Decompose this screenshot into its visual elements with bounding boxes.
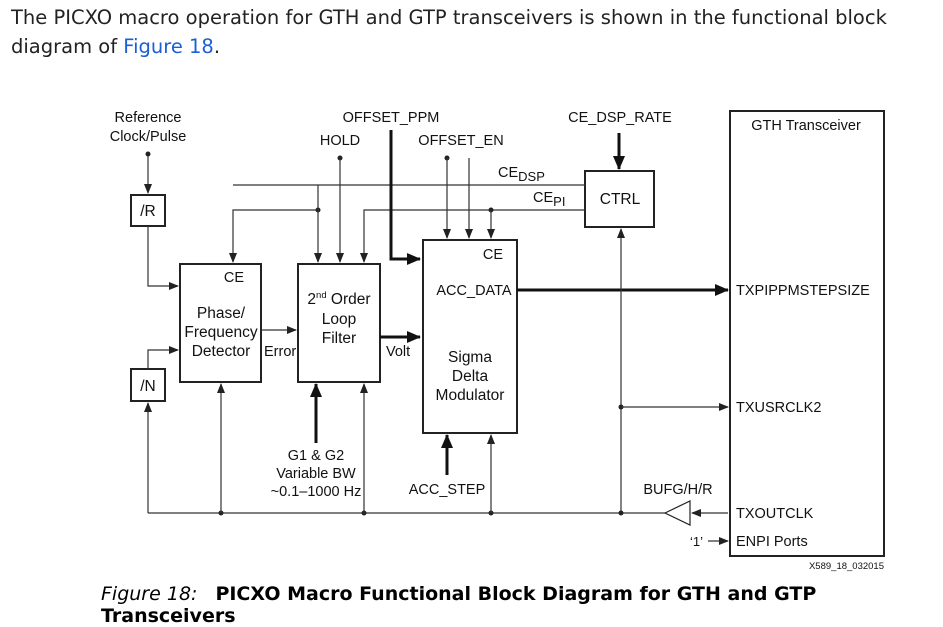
r-divider-label: /R [140,203,156,220]
gth-transceiver-block [729,110,885,557]
txpippmstepsize-label: TXPIPPMSTEPSIZE [736,283,870,299]
bufg-label: BUFG/H/R [643,482,712,498]
ctrl-block [584,170,655,228]
error-label: Error [264,344,296,360]
ref-clock-label-2: Clock/Pulse [110,129,187,145]
volt-label: Volt [386,344,410,360]
hold-label: HOLD [320,133,360,149]
picxo-block-diagram: Reference Clock/Pulse OFFSET_PPM HOLD OF… [110,110,885,572]
caption-title: PICXO Macro Functional Block Diagram for… [101,583,817,627]
offset-en-label: OFFSET_EN [418,133,503,149]
sigma-delta-modulator-block [422,239,518,434]
loop-filter-label-3: Filter [322,330,356,347]
pfd-label-2: Frequency [184,324,257,341]
sdm-label-1: Sigma [448,349,492,366]
pfd-ce-label: CE [224,270,244,286]
offset-ppm-label: OFFSET_PPM [343,110,440,126]
intro-text: The PICXO macro operation for GTH and GT… [11,6,887,58]
sdm-ce-label: CE [483,247,503,263]
pfd-label-3: Detector [192,343,251,360]
g1g2-label-2: Variable BW [276,466,356,482]
ce-pi-label: CEPI [533,190,565,209]
ctrl-label: CTRL [600,191,641,208]
txusrclk2-label: TXUSRCLK2 [736,400,821,416]
phase-frequency-detector-block [179,263,262,383]
figure-caption: Figure 18:PICXO Macro Functional Block D… [101,583,943,627]
intro-paragraph: The PICXO macro operation for GTH and GT… [11,3,936,61]
loop-filter-block [297,263,381,383]
ref-clock-label-1: Reference [115,110,182,126]
pfd-label-1: Phase/ [197,305,246,322]
sdm-label-2: Delta [452,368,489,385]
bufg-buffer-icon [663,500,691,526]
g1g2-label-3: ~0.1–1000 Hz [271,484,362,500]
enpi-ports-label: ENPI Ports [736,534,808,550]
ce-dsp-rate-label: CE_DSP_RATE [568,110,672,126]
loop-filter-label-2: Loop [322,311,356,328]
txoutclk-label: TXOUTCLK [736,506,814,522]
loop-filter-label-1: 2nd Order [307,290,370,308]
n-divider-label: /N [140,378,156,395]
figure-18-link[interactable]: Figure 18 [123,35,214,58]
g1g2-label-1: G1 & G2 [288,448,344,464]
acc-data-label: ACC_DATA [436,283,512,299]
gth-transceiver-label: GTH Transceiver [751,118,861,134]
intro-period: . [213,35,221,58]
n-divider-block [130,368,166,402]
ce-dsp-label: CEDSP [498,165,545,184]
one-label: ‘1’ [690,534,703,549]
acc-step-label: ACC_STEP [409,482,486,498]
figure-code-label: X589_18_032015 [809,561,884,572]
caption-label: Figure 18: [101,583,198,605]
sdm-label-3: Modulator [436,387,505,404]
